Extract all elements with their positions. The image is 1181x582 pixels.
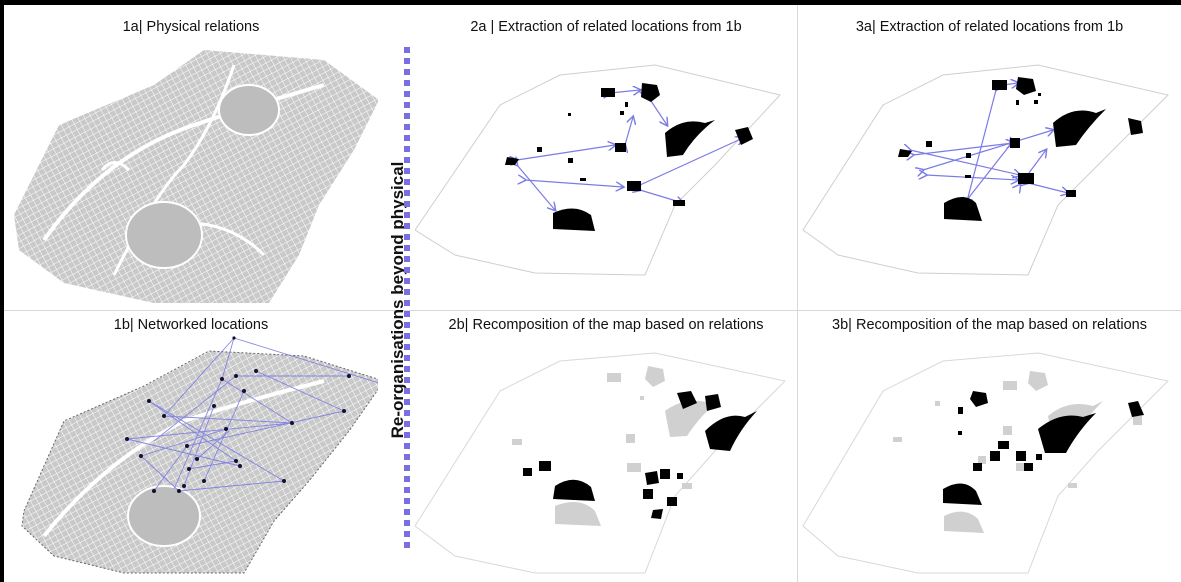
row-divider <box>4 310 1181 311</box>
column-divider <box>797 5 798 582</box>
panel-3a-title: 3a| Extraction of related locations from… <box>855 19 1124 35</box>
panel-1b: 1b| Networked locations <box>4 311 378 582</box>
physical-map <box>14 50 378 303</box>
panel-2b-title: 2b| Recomposition of the map based on re… <box>448 317 764 333</box>
panel-1b-title: 1b| Networked locations <box>113 317 269 333</box>
network-links <box>126 337 378 492</box>
panel-3a: 3a| Extraction of related locations from… <box>798 5 1181 310</box>
extraction-map-2a <box>415 64 781 276</box>
network-map <box>21 336 378 574</box>
panel-2a: 2a | Extraction of related locations fro… <box>415 5 797 310</box>
panel-3b-title: 3b| Recomposition of the map based on re… <box>832 317 1147 333</box>
panel-2b: 2b| Recomposition of the map based on re… <box>415 311 797 582</box>
panel-3b: 3b| Recomposition of the map based on re… <box>798 311 1181 582</box>
recomposition-map-3b <box>802 352 1170 574</box>
panel-1a: 1a| Physical relations <box>4 5 378 310</box>
dashed-divider <box>404 47 410 552</box>
extraction-map-3a <box>802 64 1169 276</box>
panel-2a-title: 2a | Extraction of related locations fro… <box>470 19 742 35</box>
recomposition-map-2b <box>415 352 787 574</box>
panel-1a-title: 1a| Physical relations <box>122 19 260 35</box>
side-label-wrap: Re-organisations beyond physical <box>378 50 418 550</box>
network-nodes <box>125 336 351 493</box>
